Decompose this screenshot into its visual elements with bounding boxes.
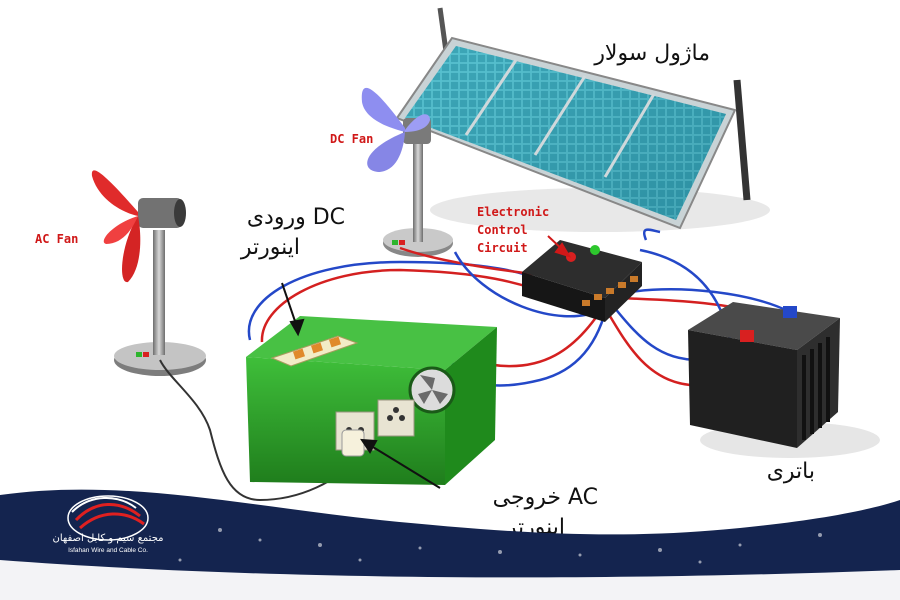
wire-blue: [643, 228, 661, 241]
footer-white-strip: [0, 560, 900, 600]
dc-fan-pole: [413, 140, 423, 242]
inverter-side: [445, 327, 497, 485]
ac-fan-blade: [91, 170, 138, 216]
wire-red: [260, 268, 561, 343]
ac-fan-blade: [103, 216, 138, 244]
battery-negative-terminal: [783, 306, 797, 318]
dc-fan-blade: [361, 87, 405, 132]
dc-fan-blade: [367, 132, 405, 172]
arrow-ac-output: [367, 443, 441, 489]
wire-blue: [609, 301, 701, 362]
logo-emblem: [67, 495, 149, 541]
label-control: Control: [477, 223, 528, 237]
ac-plug: [341, 429, 365, 457]
battery-positive-terminal: [740, 330, 754, 342]
footer-banner: [0, 489, 900, 600]
solar-panel: [395, 7, 751, 230]
dc-fan: [361, 87, 453, 257]
ac-fan-pole: [153, 230, 165, 355]
label-dc-input-line2: اینورتر: [240, 235, 300, 260]
ac-socket-2: [377, 399, 415, 437]
control-circuit-top: [522, 240, 642, 298]
wire-blue: [629, 288, 791, 314]
ac-fan: [91, 170, 206, 376]
label-dc-fan: DC Fan: [330, 132, 373, 146]
ac-fan-blade: [122, 216, 141, 283]
label-electronic: Electronic: [477, 205, 549, 219]
logo-text-fa: مجتمع سیم و کابل اصفهان: [52, 533, 163, 544]
control-led-green: [590, 245, 600, 255]
label-circuit: Circuit: [477, 241, 528, 255]
battery: [688, 302, 840, 448]
control-circuit-front: [522, 272, 605, 322]
battery-top: [688, 302, 840, 350]
battery-front: [688, 330, 797, 448]
label-solar-module: ماژول سولار: [593, 41, 710, 66]
label-dc-input-line1: ورودی DC: [247, 205, 345, 230]
control-circuit: [522, 240, 642, 322]
ac-fan-motor: [138, 198, 182, 228]
logo-text-en: Isfahan Wire and Cable Co.: [68, 547, 148, 554]
label-ac-fan: AC Fan: [35, 232, 78, 246]
label-battery: باتری: [767, 459, 815, 484]
panel-cells: [405, 46, 726, 220]
inverter: [246, 316, 497, 485]
wire-ac-fan-cable: [159, 359, 353, 502]
annotation-arrows: [281, 235, 572, 489]
label-ac-output-line1: خروجی AC: [493, 485, 598, 510]
dc-fan-blade: [405, 114, 430, 132]
company-logo: مجتمع سیم و کابل اصفهان Isfahan Wire and…: [52, 495, 164, 554]
panel-rear-support: [733, 79, 751, 201]
